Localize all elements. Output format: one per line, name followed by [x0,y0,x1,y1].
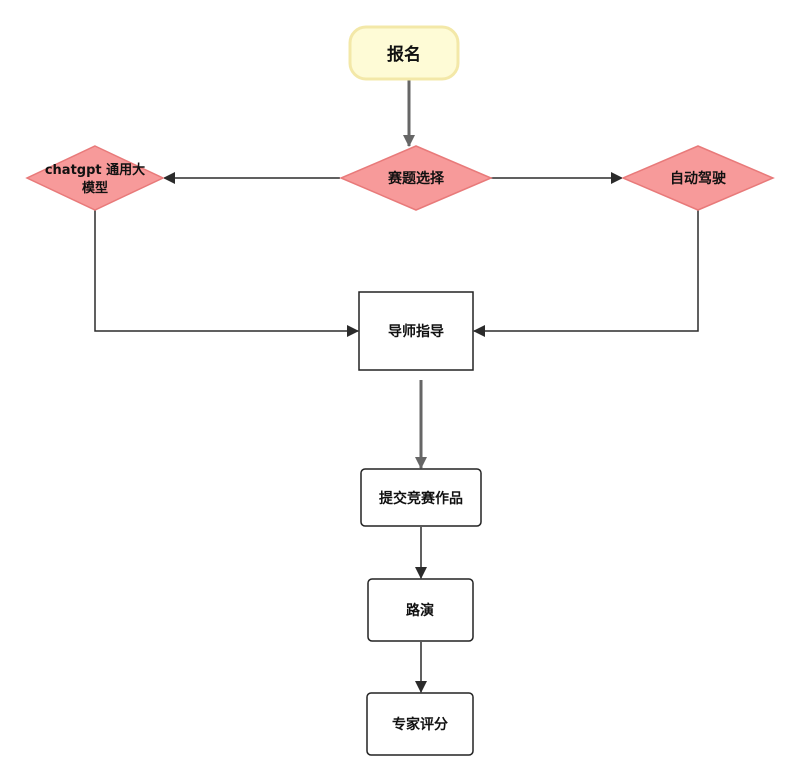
node-expert-review: 专家评分 [366,692,474,756]
autonomous-driving-label: 自动驾驶 [670,170,726,187]
node-submit: 提交竞赛作品 [360,468,482,527]
roadshow-shape [367,578,474,642]
signup-label: 报名 [387,44,421,65]
node-chatgpt: chatgpt 通用大 模型 [25,145,165,211]
topic-choice-label: 赛题选择 [387,170,445,187]
chatgpt-shape [25,145,165,211]
edges [94,78,699,693]
submit-shape [360,468,482,527]
node-signup: 报名 [348,25,460,81]
node-autonomous-driving: 自动驾驶 [621,145,775,211]
roadshow-label: 路演 [406,602,434,619]
expert-review-shape [366,692,474,756]
submit-label: 提交竞赛作品 [379,490,463,507]
mentor-shape [358,291,474,371]
autonomous-driving-shape [621,145,775,211]
node-topic-choice: 赛题选择 [339,145,493,211]
chatgpt-label-line2: 模型 [82,180,108,196]
node-roadshow: 路演 [367,578,474,642]
edge-chatgpt-to-mentor [94,210,359,337]
node-mentor: 导师指导 [358,291,474,371]
mentor-label: 导师指导 [388,323,444,340]
expert-review-label: 专家评分 [392,716,448,733]
edge-autonomous-driving-to-mentor [473,210,699,337]
topic-choice-shape [339,145,493,211]
chatgpt-label-line1: chatgpt 通用大 [45,162,145,178]
signup-shape [348,25,460,81]
